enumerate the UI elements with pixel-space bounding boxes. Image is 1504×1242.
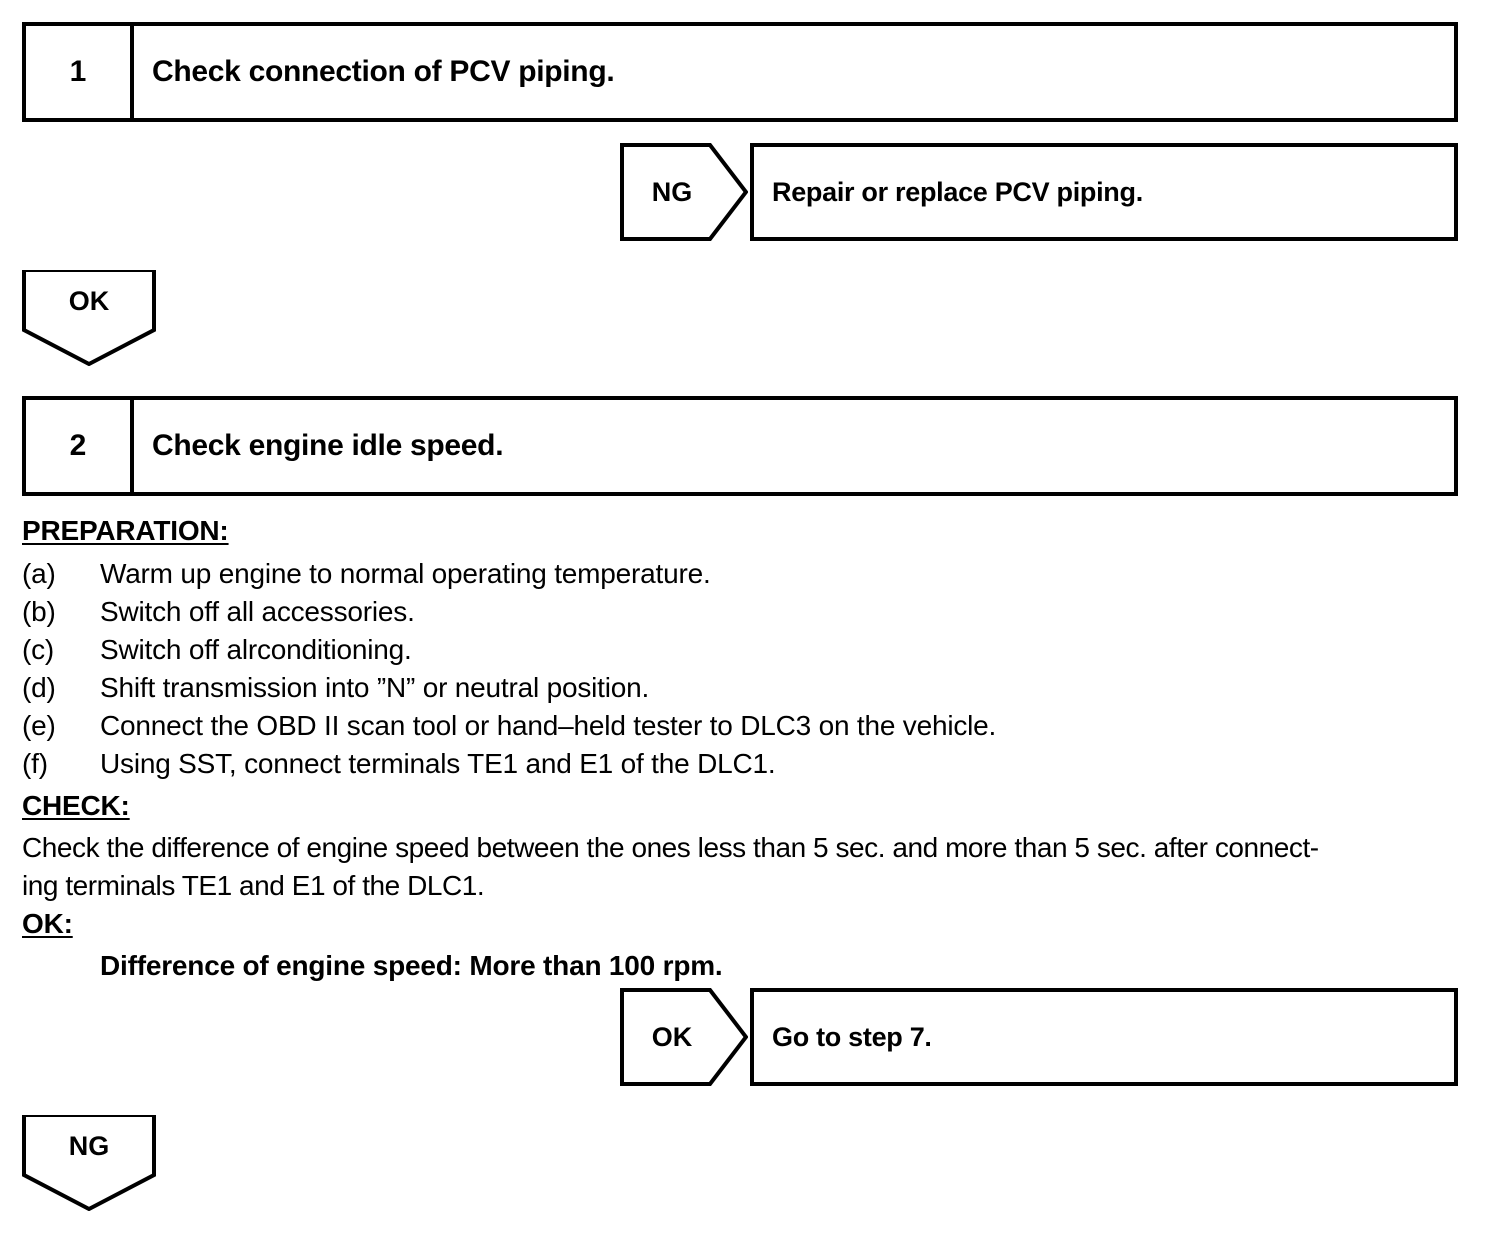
result-go-to-step-7-label: Go to step 7.	[772, 1021, 932, 1052]
preparation-item-a: (a) Warm up engine to normal operating te…	[22, 558, 1484, 590]
connector-ng-step-1: NG	[620, 143, 748, 241]
ok-spec-heading: OK:	[22, 908, 73, 939]
connector-ng-step-1-label: NG	[651, 176, 693, 207]
result-repair-pcv-label: Repair or replace PCV piping.	[772, 176, 1143, 207]
preparation-item-e-text: Connect the OBD II scan tool or hand–hel…	[100, 710, 997, 741]
preparation-item-e-marker: (e)	[22, 710, 56, 741]
step-1-box: 1 Check connection of PCV piping.	[22, 22, 1458, 122]
preparation-item-b: (b) Switch off all accessories.	[22, 596, 1484, 628]
preparation-item-f-text: Using SST, connect terminals TE1 and E1 …	[100, 748, 776, 779]
preparation-item-b-marker: (b)	[22, 596, 56, 627]
check-line-1: Check the difference of engine speed bet…	[22, 832, 1319, 863]
preparation-heading: PREPARATION:	[22, 515, 229, 546]
result-go-to-step-7-box: Go to step 7.	[750, 988, 1458, 1086]
step-2-box: 2 Check engine idle speed.	[22, 396, 1458, 496]
preparation-item-d-marker: (d)	[22, 672, 56, 703]
connector-ng-step-2: NG	[22, 1115, 156, 1211]
preparation-item-c-marker: (c)	[22, 634, 55, 665]
preparation-item-c-text: Switch off alrconditioning.	[100, 634, 412, 665]
preparation-item-a-text: Warm up engine to normal operating tempe…	[100, 558, 711, 589]
preparation-item-a-marker: (a)	[22, 558, 56, 589]
step-1-number: 1	[26, 26, 134, 118]
step-1-title: Check connection of PCV piping.	[152, 55, 615, 88]
connector-ok-step-1: OK	[22, 270, 156, 366]
preparation-item-c: (c) Switch off alrconditioning.	[22, 634, 1484, 666]
connector-ng-step-2-label: NG	[68, 1130, 110, 1161]
check-line-2: ing terminals TE1 and E1 of the DLC1.	[22, 870, 485, 901]
ok-spec-value: Difference of engine speed: More than 10…	[100, 950, 723, 981]
preparation-item-e: (e) Connect the OBD II scan tool or hand–…	[22, 710, 1484, 742]
connector-ok-step-2: OK	[620, 988, 748, 1086]
preparation-item-f-marker: (f)	[22, 748, 48, 779]
check-heading: CHECK:	[22, 790, 130, 821]
step-2-title: Check engine idle speed.	[152, 429, 504, 462]
preparation-item-b-text: Switch off all accessories.	[100, 596, 415, 627]
preparation-item-d-text: Shift transmission into ”N” or neutral p…	[100, 672, 650, 703]
result-repair-pcv-box: Repair or replace PCV piping.	[750, 143, 1458, 241]
connector-ok-step-1-label: OK	[68, 285, 110, 316]
step-2-number: 2	[26, 400, 134, 492]
preparation-item-f: (f) Using SST, connect terminals TE1 and …	[22, 748, 1484, 780]
connector-ok-step-2-label: OK	[651, 1021, 693, 1052]
preparation-item-d: (d) Shift transmission into ”N” or neutra…	[22, 672, 1484, 704]
